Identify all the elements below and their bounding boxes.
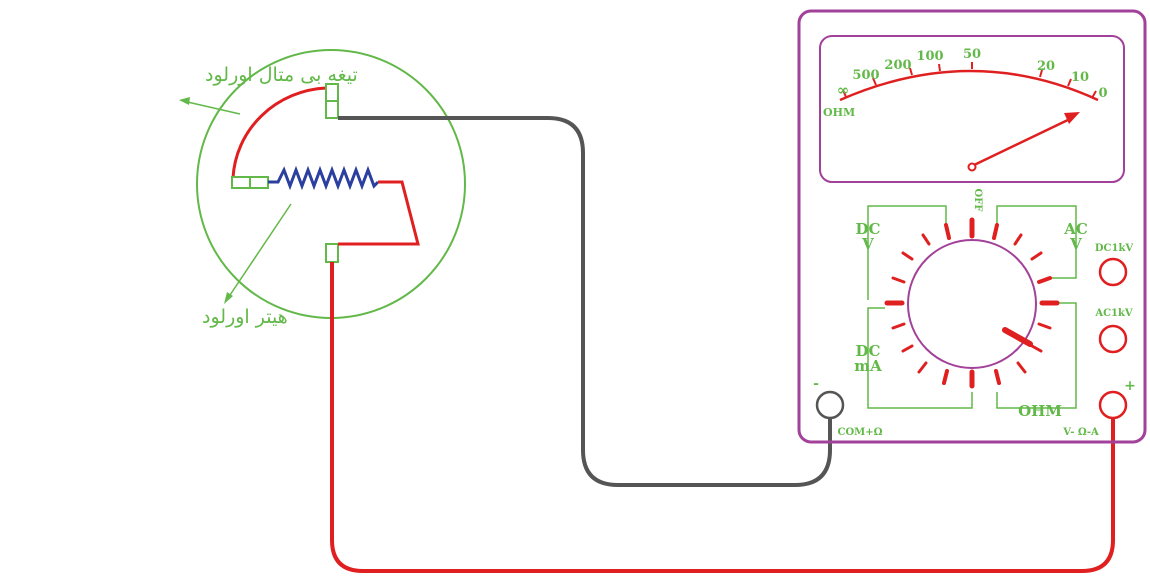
range-dc-ma-line1: DC — [856, 342, 881, 360]
scale-label-infinity: ∞ — [837, 81, 850, 99]
multimeter: ∞ 500 200 100 50 20 10 0 OHM DC V AC V D… — [797, 9, 1147, 444]
black-test-lead — [338, 116, 832, 487]
range-ac-v-line1: AC — [1063, 220, 1088, 238]
heater-lead — [338, 180, 420, 246]
range-selector-knob[interactable] — [907, 239, 1037, 369]
dc1kv-jack[interactable] — [1098, 257, 1128, 287]
range-ticks — [884, 217, 1060, 389]
scale-label-100: 100 — [916, 49, 943, 64]
bimetal-blade — [231, 86, 327, 179]
red-test-lead — [330, 262, 1115, 573]
heater-coil — [268, 165, 380, 191]
dc1kv-label: DC1kV — [1095, 243, 1134, 254]
overload-relay: تیغه بی متال اورلود هیتر اورلود — [179, 49, 466, 328]
range-dc-ma-line2: mA — [854, 357, 882, 375]
scale-label-50: 50 — [963, 47, 981, 62]
com-jack[interactable] — [815, 390, 845, 420]
bimetal-pointer — [182, 100, 241, 115]
scale-label-10: 10 — [1071, 70, 1089, 85]
scale-label-0: 0 — [1098, 86, 1107, 101]
bottom-terminal — [325, 243, 339, 263]
range-dc-v-line2: V — [861, 235, 874, 253]
minus-label: - — [813, 376, 819, 392]
ac1kv-label: AC1kV — [1094, 308, 1133, 319]
range-ac-v-line2: V — [1069, 235, 1082, 253]
range-off: OFF — [972, 189, 983, 212]
plus-label: + — [1124, 378, 1136, 394]
bimetal-blade-label: تیغه بی متال اورلود — [205, 64, 358, 86]
v-ohm-a-label: V- Ω-A — [1062, 427, 1099, 438]
ac1kv-jack[interactable] — [1098, 324, 1128, 354]
v-ohm-a-jack[interactable] — [1098, 390, 1128, 420]
left-terminal-1 — [231, 176, 251, 189]
multimeter-body — [797, 9, 1147, 444]
range-brackets — [867, 205, 1077, 409]
selector-pointer — [1002, 327, 1033, 347]
meter-needle — [971, 116, 1073, 168]
range-dc-v-line1: DC — [856, 220, 881, 238]
range-ohm: OHM — [1018, 402, 1062, 420]
scale-unit-ohm: OHM — [823, 106, 855, 119]
com-label: COM+Ω — [837, 427, 882, 438]
heater-pointer — [225, 203, 292, 302]
scale-label-20: 20 — [1037, 59, 1055, 74]
scale-label-200: 200 — [884, 58, 911, 73]
meter-display — [819, 35, 1125, 183]
overload-heater-label: هیتر اورلود — [202, 306, 288, 328]
needle-pivot — [967, 162, 977, 172]
scale-ticks — [842, 62, 1097, 99]
scale-label-500: 500 — [852, 68, 879, 83]
left-terminal-2 — [249, 176, 269, 189]
ohm-scale-arc — [839, 69, 1099, 102]
